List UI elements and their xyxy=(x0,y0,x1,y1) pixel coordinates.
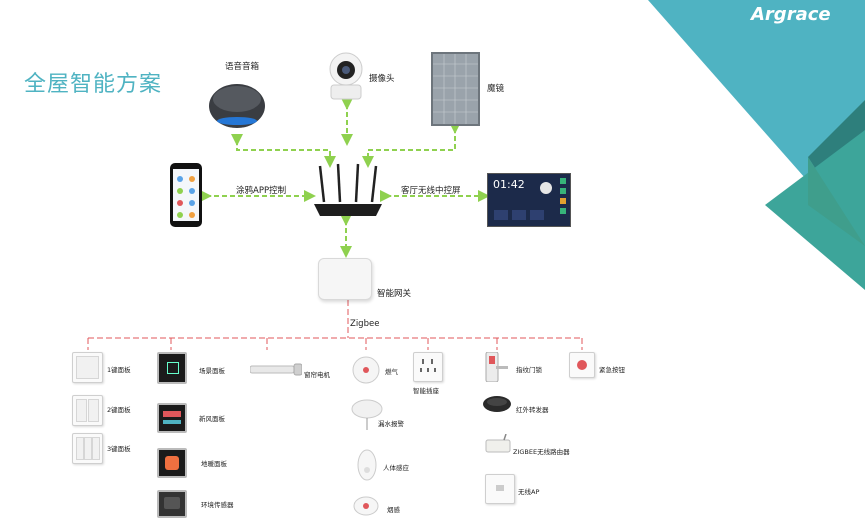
camera-icon xyxy=(327,51,365,101)
socket-label: 智能插座 xyxy=(413,387,439,395)
smart-lock-icon xyxy=(484,352,508,382)
floor-heat-panel-icon xyxy=(157,448,187,478)
sos-label: 紧急按钮 xyxy=(599,366,625,374)
wireless-ap-icon xyxy=(485,474,515,504)
ir-blaster-icon xyxy=(482,395,512,413)
smart-socket-icon xyxy=(413,352,443,382)
fresh-air-label: 新风面板 xyxy=(199,415,225,423)
one-key-panel-icon xyxy=(72,352,103,383)
water-leak-sensor-icon xyxy=(350,398,384,432)
mirror-label: 魔镜 xyxy=(487,84,505,94)
gateway-icon xyxy=(318,258,372,300)
speaker-label: 语音音箱 xyxy=(225,62,260,72)
lock-label: 指纹门锁 xyxy=(516,366,542,374)
fresh-air-panel-icon xyxy=(157,403,187,433)
emergency-button-icon xyxy=(569,352,595,378)
ir-label: 红外转发器 xyxy=(516,406,549,414)
gas-label: 燃气 xyxy=(385,368,398,376)
curtain-motor-icon xyxy=(250,362,302,376)
ap-label: 无线AP xyxy=(518,488,540,496)
key3-label: 3键面板 xyxy=(107,445,131,453)
screen-time: 01:42 xyxy=(493,178,525,191)
gateway-label: 智能网关 xyxy=(377,289,412,299)
smart-mirror-icon xyxy=(431,52,480,126)
body-label: 人体感应 xyxy=(383,464,409,472)
three-key-panel-icon xyxy=(72,433,103,464)
scene-panel-icon xyxy=(157,352,187,384)
key2-label: 2键面板 xyxy=(107,406,131,414)
curtain-label: 窗帘电机 xyxy=(304,371,330,379)
smoke-label: 烟感 xyxy=(387,506,400,514)
zigbee-router-icon xyxy=(484,434,512,454)
gas-sensor-icon xyxy=(351,355,381,385)
floor-heat-label: 地暖面板 xyxy=(201,460,227,468)
env-sensor-icon xyxy=(157,490,187,518)
env-sensor-label: 环境传感器 xyxy=(201,501,234,509)
central-screen-label: 客厅无线中控屏 xyxy=(401,186,461,196)
motion-sensor-icon xyxy=(356,448,378,482)
central-screen-icon: 01:42 xyxy=(487,173,571,227)
router-label: ZIGBEE无线路由器 xyxy=(513,448,570,456)
smart-speaker-icon xyxy=(207,79,267,129)
smoke-sensor-icon xyxy=(353,494,379,516)
camera-label: 摄像头 xyxy=(369,74,395,84)
key1-label: 1键面板 xyxy=(107,366,131,374)
page-title: 全屋智能方案 xyxy=(24,72,163,97)
water-label: 漏水报警 xyxy=(378,420,404,428)
zigbee-label: Zigbee xyxy=(350,319,380,329)
brand-logo: Argrace xyxy=(751,4,831,25)
app-label: 涂鸦APP控制 xyxy=(236,186,287,196)
router-icon xyxy=(310,162,386,220)
phone-app-icon xyxy=(170,163,202,227)
scene-label: 场景面板 xyxy=(199,367,225,375)
two-key-panel-icon xyxy=(72,395,103,426)
